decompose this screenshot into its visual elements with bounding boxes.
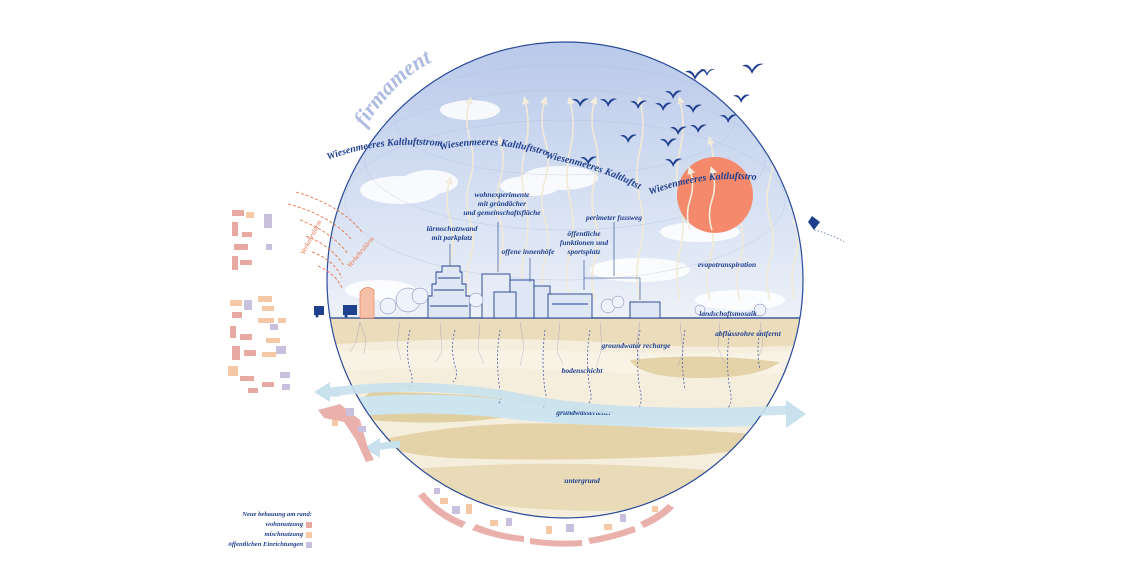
- subsoil: [400, 463, 770, 511]
- sun: [677, 157, 753, 233]
- site-plan-southwest: [318, 404, 374, 462]
- noise-waves: [287, 191, 363, 289]
- legend-swatch: [306, 532, 312, 538]
- left-site-plan: [228, 210, 290, 393]
- vehicles: [314, 305, 357, 318]
- legend-item-label: mischnutzung: [264, 531, 303, 538]
- label-bodenschicht: bodenschicht: [562, 366, 604, 375]
- label-laermschutz-1: lärmschutzwand: [427, 224, 478, 233]
- legend-item-oeffentlich: öffentlichen Einrichtungen: [212, 540, 312, 550]
- topsoil: [327, 318, 803, 347]
- label-funktionen-1: öffentliche: [567, 229, 601, 238]
- annotations: wohnexperimente mit gründächer und gemei…: [427, 190, 782, 485]
- legend-swatch: [306, 522, 312, 528]
- label-laermschutz-2: mit parkplatz: [432, 233, 473, 242]
- label-funktionen-2: funktionen und: [560, 238, 608, 247]
- root-network: [349, 321, 764, 369]
- legend-swatch: [306, 542, 312, 548]
- public-function-block: [547, 293, 593, 319]
- clay-lens-right: [630, 356, 780, 378]
- trees: [379, 287, 767, 317]
- label-perimeter: perimeter fussweg: [585, 213, 642, 222]
- groundwater-flow: [314, 382, 806, 458]
- label-untergrund: untergrund: [564, 476, 600, 485]
- globe-outline: [326, 41, 804, 519]
- sun-evaporation: [686, 166, 718, 231]
- sky-rings: [344, 64, 786, 281]
- terraced-tower: [427, 265, 471, 319]
- label-evapotranspiration: evapotranspiration: [698, 260, 756, 269]
- kite: [808, 216, 845, 243]
- legend-title: Neue bebauung am rand:: [242, 511, 312, 518]
- legend: Neue bebauung am rand: wohnnutzung misch…: [212, 510, 312, 550]
- aquifer-band: [330, 394, 800, 428]
- label-wohnexperimente-1: wohnexperimente: [474, 190, 530, 199]
- label-innenhoefe: offene innenhöfe: [502, 247, 556, 256]
- site-plan-south: [418, 488, 674, 547]
- leader-lines: [449, 222, 641, 300]
- label-wohnexperimente-3: und gemeinschaftsfläche: [463, 208, 541, 217]
- label-abflussrohre: abflussrohre entfernt: [715, 329, 782, 338]
- birds: [572, 63, 764, 167]
- label-grundwasserleiter: grundwasserleiter: [555, 408, 612, 417]
- buildings: [427, 265, 661, 319]
- legend-item-label: wohnnutzung: [265, 521, 303, 528]
- pavilion: [629, 301, 661, 319]
- label-wohnexperimente-2: mit gründächer: [478, 199, 526, 208]
- label-landschaftsmosaik: landschaftsmosaik: [699, 309, 757, 318]
- label-funktionen-3: sportsplatz: [567, 247, 601, 256]
- label-recharge: groundwater recharge: [601, 341, 672, 350]
- noise-barrier: [359, 287, 375, 319]
- legend-item-mischnutzung: mischnutzung: [212, 530, 312, 540]
- clay-lens-lower: [380, 423, 780, 460]
- legend-item-wohnnutzung: wohnnutzung: [212, 520, 312, 530]
- innenhof-block-b: [493, 291, 517, 319]
- legend-item-label: öffentlichen Einrichtungen: [228, 541, 303, 548]
- infiltration-arrows: [407, 329, 761, 411]
